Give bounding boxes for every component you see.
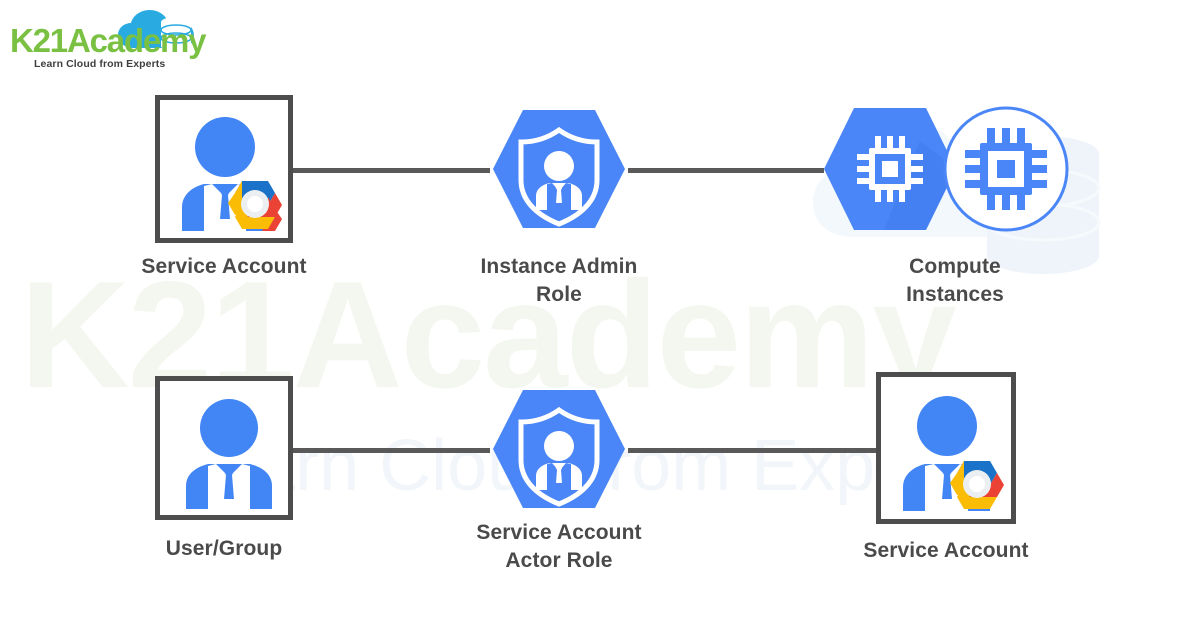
shield-person-hexagon-icon: [487, 384, 631, 514]
person-icon: [174, 391, 284, 509]
compute-instances-label: Compute Instances: [840, 253, 1070, 309]
compute-instances[interactable]: [820, 103, 1090, 235]
role-label-line1: Instance Admin: [480, 255, 638, 278]
connector-usergroup-to-role: [292, 448, 490, 453]
connector-sa-to-role: [292, 168, 490, 173]
compute-label-line1: Compute: [909, 255, 1001, 278]
user-group-label: User/Group: [165, 537, 283, 560]
service-account-target[interactable]: [876, 372, 1016, 524]
service-account-target-label: Service Account: [863, 539, 1029, 562]
compute-label-line2: Instances: [906, 283, 1004, 306]
instance-admin-role[interactable]: [487, 104, 631, 234]
connector-role-to-compute: [628, 168, 824, 173]
shield-person-hexagon-icon: [487, 104, 631, 234]
service-account-person-icon: [172, 109, 286, 231]
brand-name: K21Academy: [10, 22, 206, 59]
instance-admin-role-label: Instance Admin Role: [447, 253, 671, 309]
actor-role-label-line1: Service Account: [476, 521, 642, 544]
service-account-actor-role-label: Service Account Actor Role: [447, 519, 671, 575]
cloud-database-icon: [116, 10, 196, 52]
service-account-source-label: Service Account: [141, 255, 307, 278]
brand-tagline: Learn Cloud from Experts: [34, 58, 166, 70]
service-account-person-icon: [893, 387, 1009, 511]
user-group[interactable]: [155, 376, 293, 520]
cpu-chip-hexagon-icon: [820, 103, 1090, 235]
connector-role-to-sa: [628, 448, 876, 453]
service-account-source[interactable]: [155, 95, 293, 243]
actor-role-label-line2: Actor Role: [505, 549, 613, 572]
role-label-line2: Role: [536, 283, 582, 306]
service-account-actor-role[interactable]: [487, 384, 631, 514]
brand-logo: K21Academy Learn Cloud from Experts: [6, 8, 206, 70]
